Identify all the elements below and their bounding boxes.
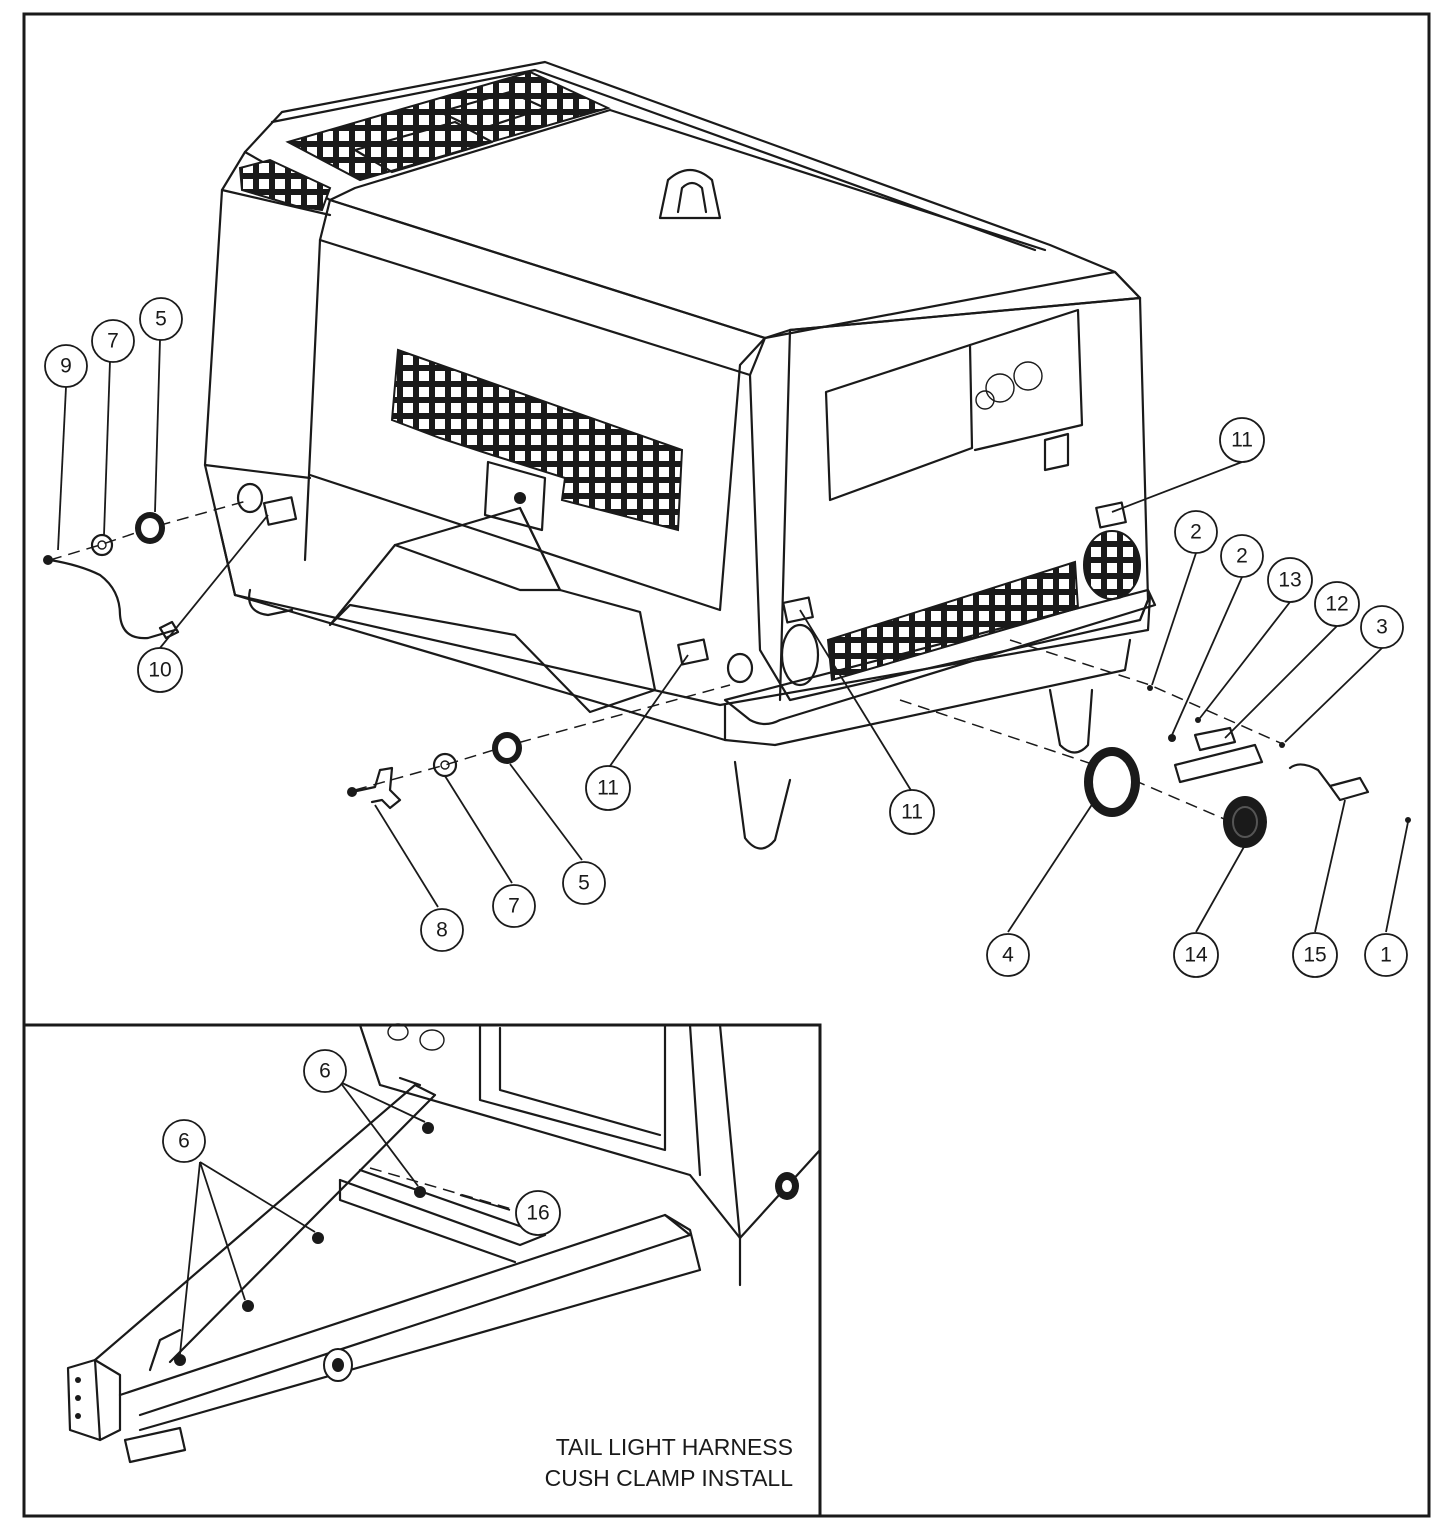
control-panel-door — [824, 343, 974, 502]
left-tail-light-parts — [43, 499, 251, 640]
callout-14: 14 — [1173, 932, 1219, 978]
svg-text:7: 7 — [508, 895, 520, 918]
license-light — [1328, 776, 1370, 802]
svg-text:12: 12 — [1325, 593, 1348, 616]
callout-4: 4 — [986, 933, 1030, 977]
cush-clamp — [422, 1122, 434, 1134]
callout-11-right: 11 — [1219, 417, 1265, 463]
svg-text:6: 6 — [319, 1060, 331, 1083]
svg-text:15: 15 — [1303, 944, 1326, 967]
svg-text:3: 3 — [1376, 616, 1388, 639]
callout-15: 15 — [1292, 932, 1338, 978]
corner-vent — [238, 158, 332, 212]
callout-16: 16 — [515, 1190, 561, 1236]
callout-5: 5 — [139, 297, 183, 341]
svg-text:11: 11 — [1231, 429, 1253, 452]
callout-10: 10 — [137, 647, 183, 693]
svg-text:5: 5 — [578, 872, 590, 895]
callout-7: 7 — [91, 319, 135, 363]
callout-9: 9 — [44, 344, 88, 388]
svg-text:4: 4 — [1002, 944, 1014, 967]
svg-text:2: 2 — [1236, 545, 1248, 568]
callout-12: 12 — [1314, 581, 1360, 627]
svg-text:13: 13 — [1278, 569, 1301, 592]
generator-enclosure — [203, 60, 1157, 850]
svg-text:9: 9 — [60, 355, 72, 378]
svg-text:2: 2 — [1190, 521, 1202, 544]
hitch-tongue — [328, 506, 657, 714]
tail-light-lens — [1223, 796, 1267, 848]
svg-text:11: 11 — [901, 801, 923, 824]
callouts: 9 7 5 10 11 11 11 2 2 13 12 3 8 7 5 4 14… — [44, 297, 1408, 1236]
svg-text:5: 5 — [155, 308, 167, 331]
callout-2b: 2 — [1220, 534, 1264, 578]
svg-text:8: 8 — [436, 919, 448, 942]
inset-panel — [22, 1023, 822, 1518]
callout-8: 8 — [420, 908, 464, 952]
right-tail-light-parts — [899, 639, 1411, 848]
svg-text:14: 14 — [1184, 944, 1208, 967]
callout-5b: 5 — [562, 861, 606, 905]
svg-text:6: 6 — [178, 1130, 190, 1153]
wire-connector — [350, 766, 402, 810]
callout-11-front: 11 — [585, 765, 631, 811]
top-vent-grille — [285, 70, 611, 182]
svg-text:10: 10 — [148, 659, 171, 682]
grommet — [90, 533, 114, 557]
license-bracket — [1173, 743, 1264, 784]
inset-caption-line1: TAIL LIGHT HARNESS — [555, 1434, 793, 1460]
svg-text:7: 7 — [107, 330, 119, 353]
inset-caption-line2: CUSH CLAMP INSTALL — [544, 1465, 793, 1491]
inset-caption: TAIL LIGHT HARNESS CUSH CLAMP INSTALL — [433, 1432, 793, 1494]
callout-3: 3 — [1360, 605, 1404, 649]
callout-6b: 6 — [162, 1119, 206, 1163]
callout-1: 1 — [1364, 933, 1408, 977]
leader-lines — [57, 339, 1409, 933]
callout-2a: 2 — [1174, 510, 1218, 554]
skid-foot — [733, 760, 792, 850]
callout-13: 13 — [1267, 557, 1313, 603]
front-tail-light-parts — [347, 684, 731, 810]
svg-text:1: 1 — [1380, 944, 1392, 967]
callout-6a: 6 — [303, 1049, 347, 1093]
lifting-eye — [658, 168, 722, 220]
svg-text:11: 11 — [597, 777, 619, 800]
callout-7b: 7 — [492, 884, 536, 928]
svg-text:16: 16 — [526, 1202, 549, 1225]
callout-11-end: 11 — [889, 789, 935, 835]
side-vent-grille — [390, 348, 684, 532]
tail-light-harness — [48, 558, 177, 640]
